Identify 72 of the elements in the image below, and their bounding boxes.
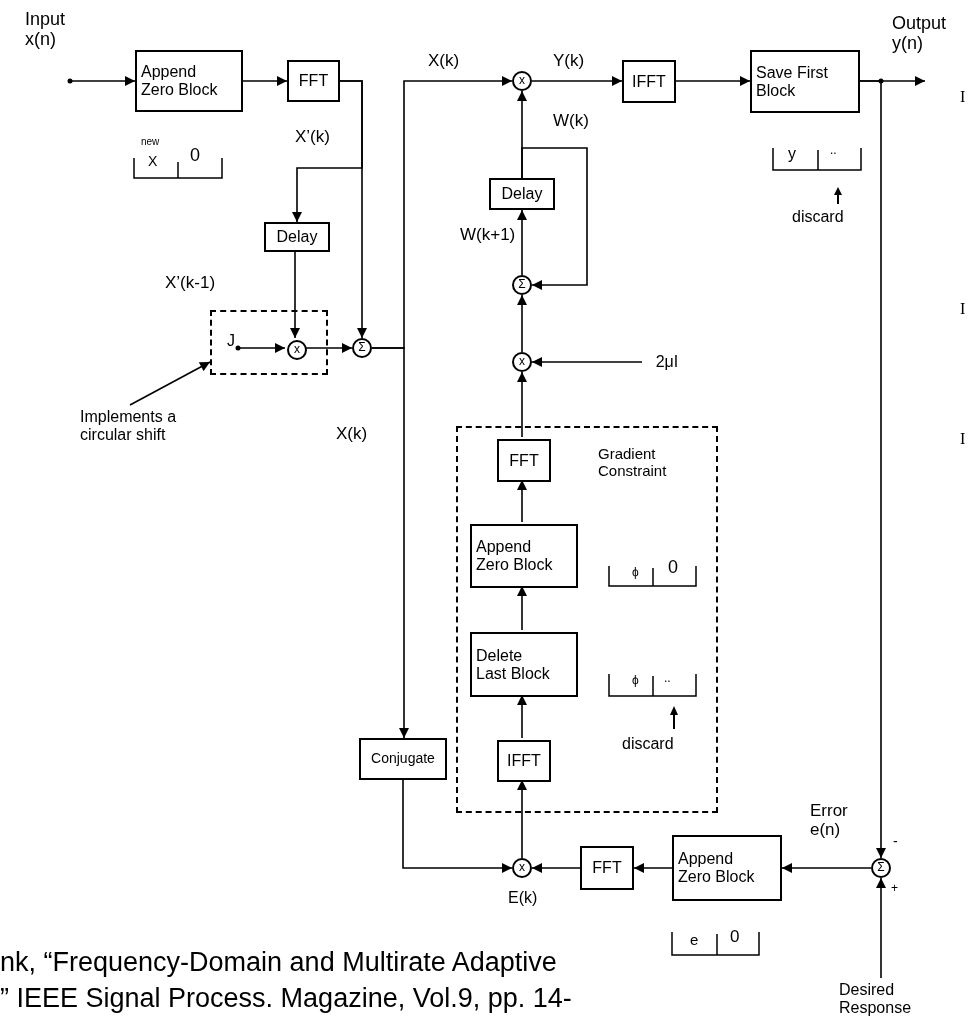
- process-block: IFFT: [497, 740, 551, 782]
- buffer-label: 0: [190, 146, 200, 166]
- process-block: Save First Block: [750, 50, 860, 113]
- arrow: [402, 779, 513, 873]
- signal-label: 2μI: [642, 351, 692, 373]
- edge-label: W(k+1): [460, 226, 516, 245]
- buffer-label: 0: [668, 558, 678, 578]
- buffer-label: ..: [830, 144, 837, 158]
- note-text: Implements a circular shift: [76, 405, 201, 447]
- margin-mark: I: [960, 88, 966, 106]
- io-label: Input x(n): [25, 10, 67, 50]
- arrow: [242, 76, 288, 86]
- buffer-label: ϕ: [632, 674, 639, 688]
- arrow: [781, 863, 872, 873]
- buffer-label: ϕ: [632, 566, 639, 580]
- caption-text: nk, “Frequency-Domain and Multirate Adaptive: [0, 948, 557, 978]
- arrow: [675, 76, 751, 86]
- process-block: IFFT: [622, 60, 676, 103]
- signal-label: X’(k-1): [165, 274, 216, 293]
- buffer-label: 0: [730, 928, 740, 947]
- arrow: [69, 76, 136, 86]
- signal-label: X’(k): [295, 128, 330, 147]
- arrow: [517, 371, 527, 438]
- signal-label: J: [224, 330, 238, 352]
- note-text: discard: [792, 208, 844, 226]
- io-label: Output y(n): [892, 14, 948, 54]
- arrow: [859, 80, 886, 859]
- arrow: [371, 347, 409, 739]
- buffer-label: ..: [664, 672, 671, 686]
- arrow: [521, 147, 588, 290]
- arrow: [290, 251, 300, 339]
- summing-junction: Σ: [871, 858, 891, 878]
- arrow: [633, 863, 673, 873]
- signal-label: Desired Response: [835, 978, 935, 1020]
- buffer-label: y: [788, 145, 796, 163]
- group-heading: Gradient Constraint: [598, 446, 668, 479]
- dashed-group-box: [210, 310, 328, 375]
- arrow: [517, 209, 527, 276]
- process-block: FFT: [287, 60, 340, 102]
- buffer-label: X: [148, 154, 158, 170]
- arrow: [531, 76, 623, 86]
- buffer-label: new: [141, 136, 160, 147]
- margin-mark: I: [960, 300, 966, 318]
- summing-junction: Σ: [352, 338, 372, 358]
- process-block: FFT: [497, 439, 551, 482]
- edge-label: W(k): [553, 112, 589, 131]
- delay-block: Delay: [264, 222, 330, 252]
- arrow: [531, 357, 643, 367]
- process-block: Append Zero Block: [470, 524, 578, 588]
- process-block: Append Zero Block: [135, 50, 243, 112]
- arrow: [531, 863, 581, 873]
- caption-text: ” IEEE Signal Process. Magazine, Vol.9, pp. 14-: [0, 984, 572, 1014]
- dashed-group-box: [456, 426, 718, 813]
- buffer-label: e: [690, 932, 699, 949]
- process-block: Append Zero Block: [672, 835, 782, 901]
- leader-arrow: [129, 361, 211, 406]
- process-block: Conjugate: [359, 738, 447, 780]
- edge-label: X(k): [428, 52, 460, 71]
- process-block: FFT: [580, 846, 634, 890]
- arrow: [876, 877, 886, 979]
- margin-mark: I: [960, 430, 966, 448]
- arrow: [339, 80, 367, 339]
- sign-label: -: [893, 834, 898, 850]
- arrow: [517, 294, 527, 353]
- process-block: Delete Last Block: [470, 632, 578, 697]
- delay-block: Delay: [489, 178, 555, 210]
- summing-junction: Σ: [512, 275, 532, 295]
- edge-label: X(k): [336, 425, 368, 444]
- note-text: discard: [622, 735, 674, 753]
- sign-label: +: [891, 882, 898, 896]
- edge-label: Y(k): [553, 52, 585, 71]
- signal-label: E(k): [508, 890, 538, 906]
